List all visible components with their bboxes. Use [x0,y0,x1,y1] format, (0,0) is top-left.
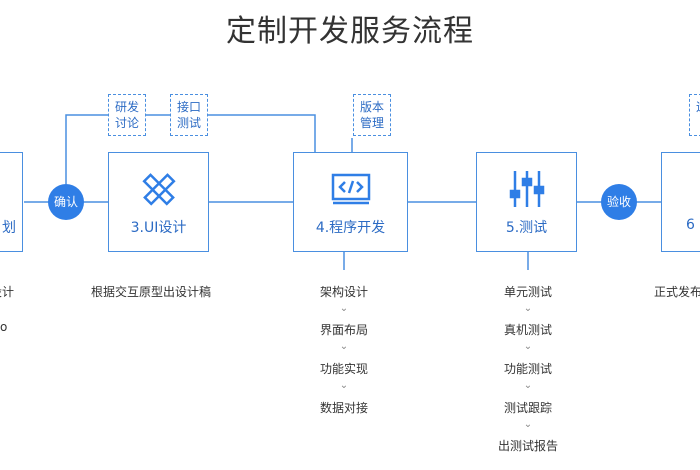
step-box-2: 划 [0,152,23,252]
confirm-badge: 确认 [48,184,84,220]
chevron-down-icon: ⌄ [339,303,349,314]
step-box-test: 5.测试 [476,152,577,252]
chevron-down-icon: ⌄ [523,303,533,314]
detail-test-2: 真机测试 [503,323,552,337]
detail-test-5: 出测试报告 [497,439,558,453]
step-box-6: 6 [661,152,700,252]
chevron-down-icon: ⌄ [523,380,533,391]
detail-test-4: 测试跟踪 [503,401,552,415]
page-title: 定制开发服务流程 [226,14,474,49]
chevron-down-icon: ⌄ [523,419,533,430]
detail-left-2: o [0,320,8,334]
detail-program-1: 架构设计 [319,285,368,299]
code-monitor-icon [331,173,370,205]
sliders-icon [509,171,544,207]
accept-badge: 验收 [601,184,637,220]
detail-left-1: 设计 [0,285,15,299]
step-box-ui-design: 3.UI设计 [108,152,209,252]
step-label: 划 [2,220,16,236]
step-label: 3.UI设计 [130,220,187,236]
detail-test-3: 功能测试 [503,362,552,376]
chevron-down-icon: ⌄ [339,380,349,391]
pencil-ruler-icon [141,173,176,206]
detail-test-1: 单元测试 [503,285,552,299]
detail-ui: 根据交互原型出设计稿 [91,285,212,299]
note-version-management: 版本管理 [353,94,391,136]
detail-program-4: 数据对接 [319,401,368,415]
detail-right: 正式发布 [654,285,700,299]
detail-program-3: 功能实现 [319,362,368,376]
chevron-down-icon: ⌄ [523,341,533,352]
chevron-down-icon: ⌄ [339,341,349,352]
step-label: 5.测试 [505,220,548,236]
step-label: 4.程序开发 [315,220,386,236]
note-release: 运布 [689,94,700,136]
step-label: 6 [686,217,695,233]
note-research-discussion: 研发讨论 [108,94,146,136]
detail-program-2: 界面布局 [319,323,368,337]
note-interface-test: 接口测试 [170,94,208,136]
step-box-program: 4.程序开发 [293,152,408,252]
